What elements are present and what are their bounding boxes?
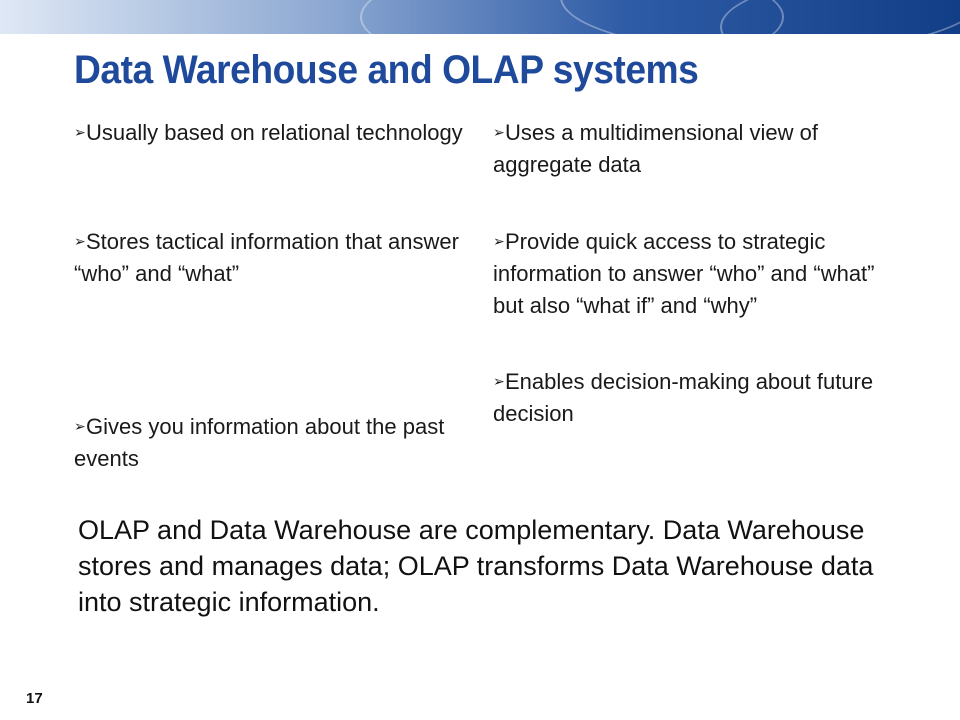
arrow-bullet-icon: ➢	[493, 124, 505, 140]
left-bullet-1: ➢Usually based on relational technology	[74, 116, 484, 149]
arrow-bullet-icon: ➢	[74, 418, 86, 434]
left-bullet-2: ➢Stores tactical information that answer…	[74, 225, 484, 290]
bullet-text: Gives you information about the past eve…	[74, 414, 445, 471]
slide-title: Data Warehouse and OLAP systems	[74, 48, 699, 92]
bullet-text: Stores tactical information that answer …	[74, 229, 459, 286]
page-number: 17	[26, 690, 43, 707]
summary-paragraph: OLAP and Data Warehouse are complementar…	[78, 515, 874, 617]
bullet-text: Enables decision-making about future dec…	[493, 369, 874, 426]
bullet-text: Provide quick access to strategic inform…	[493, 229, 875, 318]
header-band	[0, 0, 960, 34]
left-bullet-3: ➢Gives you information about the past ev…	[74, 410, 484, 475]
arrow-bullet-icon: ➢	[74, 233, 86, 249]
bullet-text: Usually based on relational technology	[86, 120, 463, 145]
right-bullet-2: ➢Provide quick access to strategic infor…	[493, 225, 903, 322]
right-bullet-3: ➢Enables decision-making about future de…	[493, 365, 903, 430]
arrow-bullet-icon: ➢	[493, 373, 505, 389]
header-swoosh-decoration	[720, 0, 960, 34]
bullet-text: Uses a multidimensional view of aggregat…	[493, 120, 819, 177]
arrow-bullet-icon: ➢	[493, 233, 505, 249]
right-bullet-1: ➢Uses a multidimensional view of aggrega…	[493, 116, 903, 181]
arrow-bullet-icon: ➢	[74, 124, 86, 140]
